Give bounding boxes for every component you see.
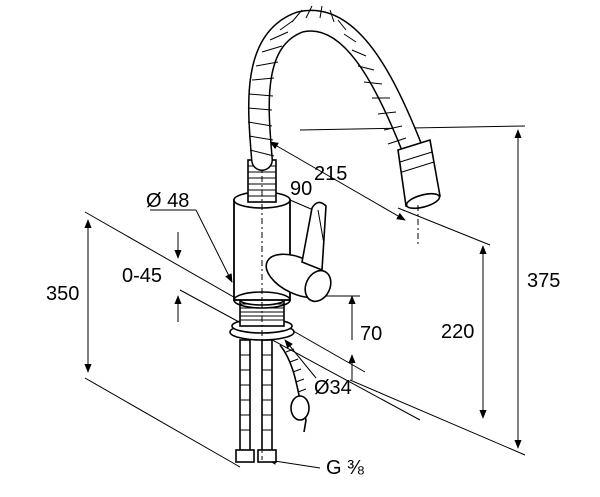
dim-215: 215 xyxy=(314,163,347,185)
lever-handle xyxy=(265,201,332,303)
dim-90: 90 xyxy=(290,178,312,200)
dim-0-45: 0-45 xyxy=(122,265,162,287)
dimension-labels: 215 90 Ø 48 0-45 375 220 350 70 Ø34 G ⅜ xyxy=(46,163,560,479)
dim-220: 220 xyxy=(441,321,474,343)
extension-lines xyxy=(84,125,526,468)
dim-350: 350 xyxy=(46,283,79,305)
dim-70: 70 xyxy=(360,323,382,345)
dim-375: 375 xyxy=(527,270,560,292)
dim-diameter-34: Ø34 xyxy=(314,377,352,399)
dim-diameter-48: Ø 48 xyxy=(146,190,189,212)
dimension-lines xyxy=(84,129,522,469)
pull-out-spout xyxy=(247,5,441,245)
dim-g-thread: G ⅜ xyxy=(326,457,364,479)
supply-hoses xyxy=(235,339,310,463)
